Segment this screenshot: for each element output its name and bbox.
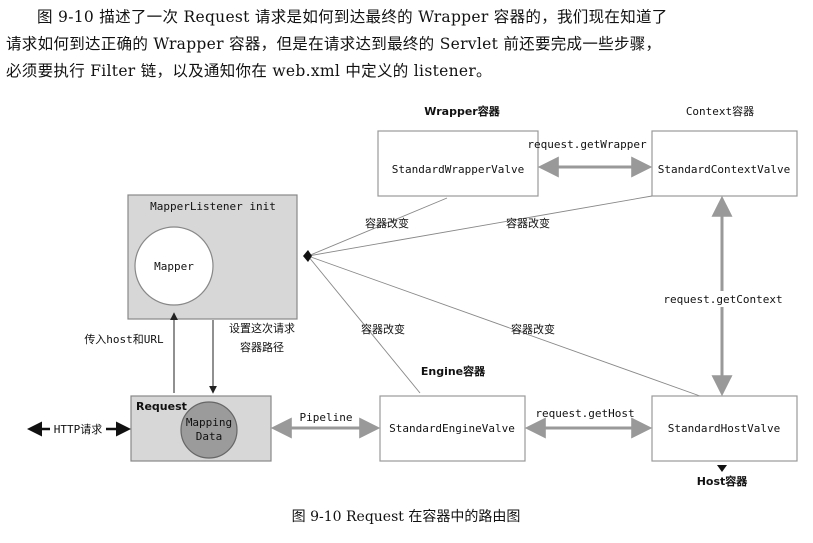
get-host-label: request.getHost xyxy=(535,407,634,420)
host-container-label: Host容器 xyxy=(697,474,749,488)
host-change-label: 容器改变 xyxy=(511,322,555,336)
set-path-label-2: 容器路径 xyxy=(240,340,284,354)
standard-wrapper-valve-box xyxy=(377,130,539,197)
context-change-label: 容器改变 xyxy=(506,216,550,230)
pipeline-label: Pipeline xyxy=(300,411,353,424)
context-change-line xyxy=(307,195,653,257)
intro-paragraph: 图 9-10 描述了一次 Request 请求是如何到达最终的 Wrapper … xyxy=(6,4,806,85)
engine-container-label: Engine容器 xyxy=(421,364,486,378)
standard-context-valve-label: StandardContextValve xyxy=(658,163,790,176)
host-change-line xyxy=(307,255,701,397)
host-pointer-icon xyxy=(717,465,727,472)
listener-node xyxy=(303,250,312,262)
standard-engine-valve-label: StandardEngineValve xyxy=(389,422,515,435)
get-context-label: request.getContext xyxy=(663,293,782,306)
standard-host-valve-label: StandardHostValve xyxy=(668,422,781,435)
pass-host-url-label: 传入host和URL xyxy=(84,333,164,346)
wrapper-container-label: Wrapper容器 xyxy=(424,104,500,118)
http-request-label-bg xyxy=(50,421,106,437)
mapper-label: Mapper xyxy=(154,260,194,273)
standard-host-valve-box xyxy=(651,395,798,462)
context-container-label: Context容器 xyxy=(686,104,754,118)
wrapper-change-label: 容器改变 xyxy=(365,216,409,230)
standard-wrapper-valve-label: StandardWrapperValve xyxy=(392,163,524,176)
mapper-listener-label: MapperListener init xyxy=(150,200,276,213)
engine-change-label: 容器改变 xyxy=(361,322,405,336)
get-wrapper-label: request.getWrapper xyxy=(527,138,647,151)
engine-change-line xyxy=(307,255,421,394)
mapping-data-label-2: Data xyxy=(196,430,223,443)
wrapper-change-line xyxy=(307,197,448,257)
set-path-label-1: 设置这次请求 xyxy=(229,321,295,335)
mapping-data-circle xyxy=(180,401,238,459)
mapper-circle xyxy=(134,226,214,306)
intro-line-1: 图 9-10 描述了一次 Request 请求是如何到达最终的 Wrapper … xyxy=(37,8,668,26)
request-label: Request xyxy=(136,400,187,413)
mapping-data-label-1: Mapping xyxy=(186,416,232,429)
intro-line-2: 请求如何到达正确的 Wrapper 容器，但是在请求达到最终的 Servlet … xyxy=(6,35,662,53)
http-request-label: HTTP请求 xyxy=(54,423,103,436)
figure-caption: 图 9-10 Request 在容器中的路由图 xyxy=(292,508,521,525)
get-context-label-bg xyxy=(662,291,784,307)
standard-engine-valve-box xyxy=(379,395,526,462)
intro-line-3: 必须要执行 Filter 链，以及通知你在 web.xml 中定义的 liste… xyxy=(6,62,492,80)
